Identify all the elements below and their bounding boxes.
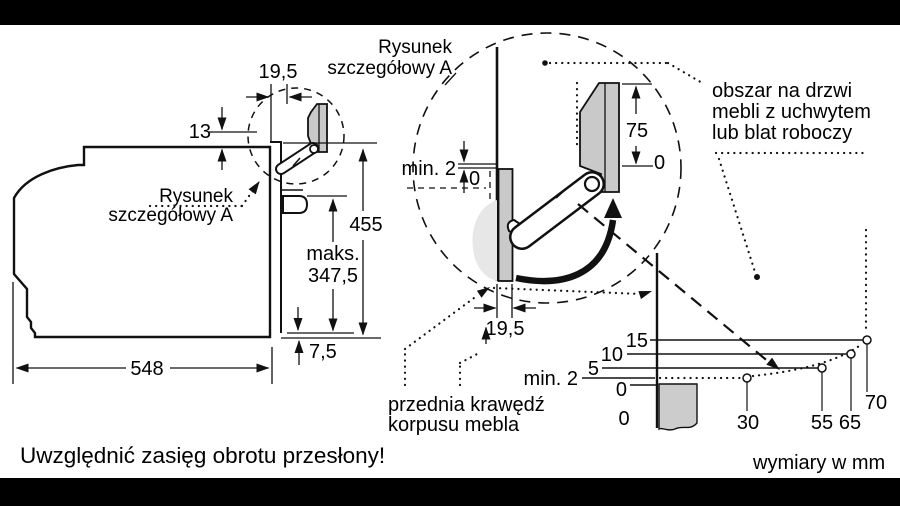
door-area-note-line3: lub blat roboczy [712,122,852,144]
chart-point-55-5 [817,363,827,373]
dim-door-height-label: 75 [626,120,648,142]
dim-height-label: 455 [349,214,382,236]
leader-dots [403,293,480,351]
oven-side-view: 19,5 13 455 maks. 347,5 [12,61,383,384]
detail-ref-leader-arrow [248,181,260,195]
oven-hinge-pin [309,144,319,154]
leader-dots [492,286,642,296]
detail-a-title-line1: Rysunek [378,37,452,58]
dim-height: 455 [283,142,383,336]
chart-point-65-10 [846,349,856,359]
chart-y-label-5: 5 [588,358,599,380]
oven-hinge-arm [277,144,317,173]
chart-point-70-15 [862,335,872,345]
leader-dots [458,350,483,365]
detail-a-view: Rysunek szczegółowy A min. 2 0 [327,32,780,370]
dim-bottom-step-label: 7,5 [309,341,337,363]
flap-swing-arrow [515,219,617,285]
chart-y-label-min2: min. 2 [524,368,578,390]
dim-max-label-1: maks. [306,243,359,265]
oven-front-frame [270,141,282,333]
leader-arrowhead [476,287,490,298]
dim-bottom-step: 7,5 [281,307,381,365]
dim-zero-left-label: 0 [469,168,480,190]
front-edge-callout: przednia krawędź korpusu mebla [388,286,652,436]
front-edge-note-line2: korpusu mebla [388,414,520,436]
chart-y-label-15: 15 [626,330,648,352]
chart-x-label-55: 55 [811,412,833,434]
detail-a-title-line2: szczegółowy A [327,58,452,79]
bottom-black-bar [0,478,900,506]
dim-min-gap-label: min. 2 [402,158,456,180]
flap-swing-arrowhead [604,198,622,218]
oven-body-outline [12,145,272,339]
dim-min-gap: min. 2 0 [402,141,496,193]
detail-a-circle [412,32,682,304]
dim-max-label-2: 347,5 [308,265,358,287]
detail-ref-line1: Rysunek [159,186,233,207]
dim-depth-label: 548 [130,358,163,380]
dim-max-depth: maks. 347,5 [306,195,360,332]
chart-curve-dots [751,342,864,378]
oven-hinge-arm-tick [292,157,301,167]
front-edge-note-line1: przednia krawędź [388,394,545,416]
dim-depth: 548 [12,282,273,384]
dim-top-offset-label: 13 [189,121,211,143]
detail-a-title-pointer [444,72,457,86]
clearance-chart: 15 10 5 min. 2 0 0 30 55 65 70 [524,253,887,434]
dim-panel-depth-label: 19,5 [486,318,525,340]
detail-reference-circle [247,87,345,185]
chart-x-label-0: 0 [618,408,629,430]
swing-trajectory-arrowhead [766,357,780,370]
hinge-pin [583,175,601,193]
leader-bullet [542,60,548,66]
leader-dots [717,157,757,274]
chart-x-label-70: 70 [865,392,887,414]
chart-y-label-0: 0 [616,379,627,401]
leader-dots [666,61,706,86]
furniture-body-section [658,383,698,431]
dim-zero-right-label: 0 [654,152,665,174]
detail-reference-callout: Rysunek szczegółowy A [108,181,260,226]
chart-x-label-30: 30 [737,412,759,434]
dim-flap-width: 19,5 [246,61,312,141]
leader-arrowhead [638,291,652,300]
flap-closed-silhouette [472,200,497,281]
chart-point-30-2 [742,373,752,383]
footnote: Uwzględnić zasięg obrotu przesłony! [20,443,385,468]
dim-flap-width-label: 19,5 [259,61,298,83]
units-note: wymiary w mm [752,452,885,474]
chart-x-label-65: 65 [839,412,861,434]
dim-top-offset: 13 [189,107,257,170]
door-area-callout: obszar na drzwi mebli z uchwytem lub bla… [542,60,871,331]
door-area-note-line2: mebli z uchwytem [712,101,871,123]
detail-ref-line2: szczegółowy A [108,205,233,226]
dim-door-height: 75 0 [622,83,665,174]
hinge-arm [511,173,603,248]
dim-panel-depth: 19,5 [474,284,536,340]
chart-y-label-10: 10 [601,344,623,366]
oven-handle [282,195,309,214]
top-black-bar [0,0,900,25]
hinge-arm-tick [555,188,567,199]
leader-bullet [754,274,760,280]
door-area-note-line1: obszar na drzwi [712,80,852,102]
